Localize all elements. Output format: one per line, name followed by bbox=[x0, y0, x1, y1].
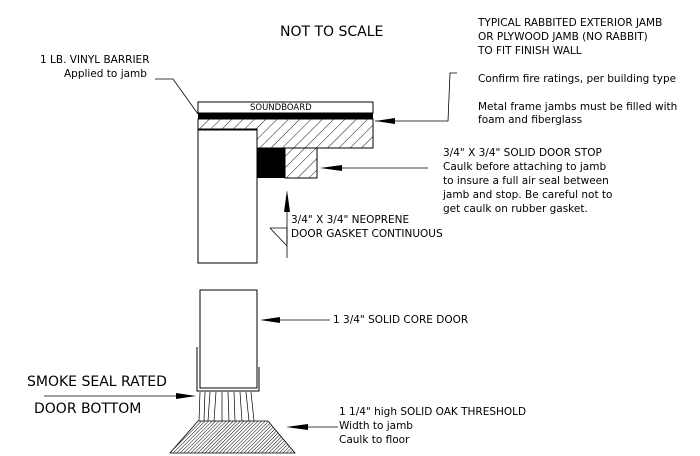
door-stop-label-1: 3/4" X 3/4" SOLID DOOR STOP bbox=[443, 147, 602, 159]
door-arrowhead bbox=[260, 317, 280, 323]
gasket-label-1: 3/4" X 3/4" NEOPRENE bbox=[291, 214, 410, 226]
metal-frame-note-1: Metal frame jambs must be filled with bbox=[478, 101, 678, 113]
jamb-label-3: TO FIT FINISH WALL bbox=[478, 45, 582, 57]
neoprene-gasket bbox=[257, 148, 285, 178]
jamb-arrowhead bbox=[375, 118, 395, 124]
door-stop-label-5: get caulk on rubber gasket. bbox=[443, 203, 588, 215]
jamb-label-1: TYPICAL RABBITED EXTERIOR JAMB bbox=[478, 17, 663, 29]
smoke-seal-bristles bbox=[198, 391, 255, 422]
drawing-title: NOT TO SCALE bbox=[280, 24, 384, 40]
jamb-label-2: OR PLYWOOD JAMB (NO RABBIT) bbox=[478, 31, 648, 43]
threshold-label-2: Width to jamb bbox=[339, 420, 413, 432]
gasket-label-2: DOOR GASKET CONTINUOUS bbox=[291, 228, 443, 240]
vinyl-barrier-leader bbox=[155, 78, 199, 115]
gasket-flag-diag bbox=[269, 227, 288, 247]
door-stop-label-4: jamb and stop. Be careful not to bbox=[443, 189, 613, 201]
door-bottom-channel bbox=[196, 347, 260, 392]
door-stop-arrowhead bbox=[320, 165, 342, 171]
threshold-arrowhead bbox=[286, 424, 308, 430]
door-upper-section bbox=[197, 129, 258, 264]
gasket-flag bbox=[270, 227, 288, 244]
vinyl-barrier-label-2: Applied to jamb bbox=[64, 68, 147, 80]
threshold-label-1: 1 1/4" high SOLID OAK THRESHOLD bbox=[339, 406, 527, 418]
smoke-seal-label-1: SMOKE SEAL RATED bbox=[27, 374, 167, 390]
jamb-leader bbox=[375, 72, 457, 122]
soundboard-label: SOUNDBOARD bbox=[250, 103, 312, 113]
threshold-label-3: Caulk to floor bbox=[339, 434, 410, 446]
door-stop-label-2: Caulk before attaching to jamb bbox=[443, 161, 607, 173]
door-stop-label-3: to insure a full air seal between bbox=[443, 175, 609, 187]
door-lower-section bbox=[199, 289, 258, 389]
oak-threshold bbox=[169, 420, 296, 454]
metal-frame-note-2: foam and fiberglass bbox=[478, 114, 583, 126]
vinyl-barrier-label-1: 1 LB. VINYL BARRIER bbox=[40, 54, 150, 66]
solid-core-door-label: 1 3/4" SOLID CORE DOOR bbox=[333, 314, 469, 326]
fire-rating-note: Confirm fire ratings, per building type bbox=[478, 73, 677, 85]
smoke-seal-label-2: DOOR BOTTOM bbox=[34, 401, 142, 417]
door-stop bbox=[284, 147, 318, 179]
smoke-seal-arrowhead bbox=[176, 393, 196, 399]
vinyl-barrier bbox=[198, 113, 373, 119]
gasket-arrowhead bbox=[284, 190, 290, 212]
